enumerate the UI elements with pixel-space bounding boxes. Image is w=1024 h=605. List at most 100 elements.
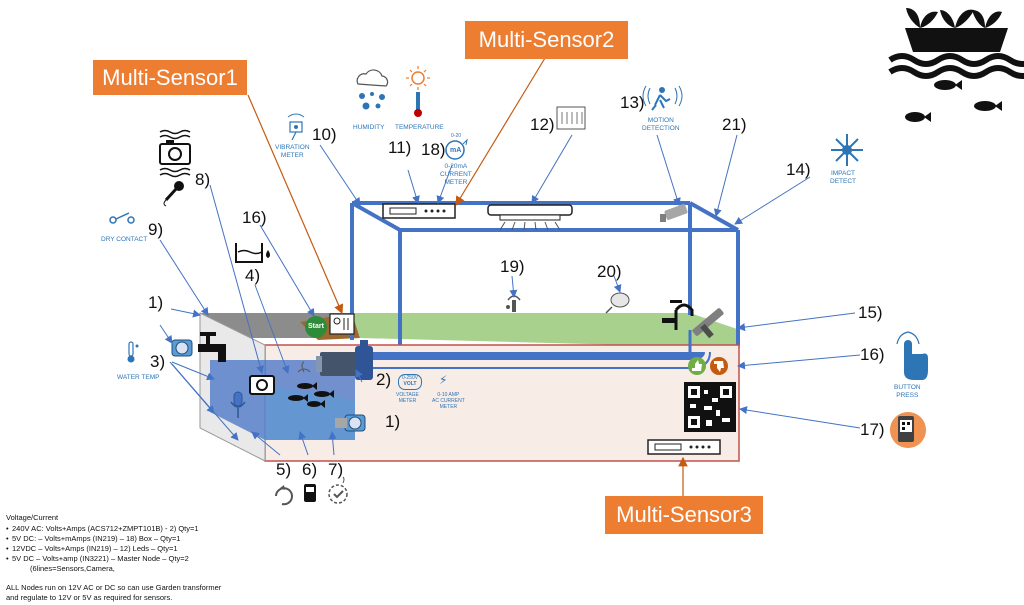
multi-sensor2-box [382,203,456,219]
label-8: 8) [195,170,211,189]
button-press-icon [896,331,928,380]
lightning-icon: ⚡ [439,373,448,387]
label-5: 5) [276,460,292,479]
dry-contact-icon [109,212,135,224]
impact-detect-label: IMPACT DETECT [830,170,856,186]
spray-gun-icon [692,308,724,339]
tap-icon [198,332,226,362]
vibration-label-line1: VIBRATION [275,144,310,151]
label-1-meter: 1) [148,293,164,312]
water-channel [360,352,705,360]
cctv-camera-icon [660,204,688,222]
label-10: 10) [312,125,337,144]
button-label-line1: BUTTON [894,384,921,391]
phone-qr-icon [890,412,926,448]
label-9: 9) [148,220,164,239]
fish-icon [288,382,334,408]
label-18: 18) [421,140,446,159]
multi-sensor3-callout: Multi-Sensor3 [605,496,763,534]
label-16-level: 16) [242,208,267,227]
water-meter-icon-2 [335,414,366,432]
thumb-down-icon [710,357,728,375]
label-21: 21) [722,115,747,134]
voltage-label-line1: VOLTAGE [396,392,419,398]
current-unit-label: mA [450,147,462,154]
multi-sensor3-box [647,439,721,455]
current-label-line3: METER [444,179,468,186]
current-label-line2: CURRENT [440,171,472,178]
water-volume-front [265,385,355,440]
label-19: 19) [500,257,525,276]
label-13: 13) [620,93,645,112]
button-label-line2: PRESS [896,392,919,399]
plant-sprout-icon [297,361,311,373]
vibration-label: VIBRATION METER [275,144,310,160]
label-14: 14) [786,160,811,179]
label-17: 17) [860,420,885,439]
note-item: 240V AC: Volts+Amps (ACS712+ZMPT101B) - … [6,524,199,534]
recycle-icon [275,485,293,506]
grass-bed [352,313,740,348]
motion-runner-icon [642,85,683,111]
notes-footer-2: and regulate to 12V or 5V as required fo… [6,593,173,602]
plant-boat-fish-logo [888,8,1024,122]
qr-code-icon [684,382,736,432]
ac-current-meter-label: 0-10 AMP AC CURRENT METER [432,392,465,410]
sprinkler-icon [506,295,521,312]
hose-tap-icon [662,300,694,330]
ac-label-line3: METER [439,404,458,410]
vibration-sensor-icon [287,113,305,141]
thermometer-icon [127,341,139,363]
current-range-label: 0-20 [451,133,462,139]
microphone-icon [230,391,246,418]
impact-icon [831,134,863,166]
voltage-icon-text: VOLT [403,381,417,387]
voltage-meter-label: VOLTAGE METER [396,392,419,404]
motion-label-line1: MOTION [647,117,674,124]
note-item: 5V DC: – Volts+mAmps (IN219) – 18) Box –… [6,534,180,544]
label-12: 12) [530,115,555,134]
dry-contact-label: DRY CONTACT [101,236,148,243]
label-2: 2) [376,370,392,389]
label-11: 11) [388,138,412,157]
label-1-meter-2: 1) [385,412,401,431]
humidity-label: HUMIDITY [353,124,385,131]
label-4: 4) [245,266,261,285]
current-meter-label: 0-20mA CURRENT METER [440,163,472,187]
start-button-icon: Start [305,316,327,338]
thumb-up-icon [688,357,706,375]
ac-label-line2: AC CURRENT [432,398,465,404]
ph-meter-icon [304,484,316,502]
voltage-label-line2: METER [398,398,417,404]
pointer-arrows [159,134,861,456]
note-item: 5V DC – Volts+amp (IN3221) – Master Node… [6,554,189,564]
multi-sensor1-box [329,313,355,335]
label-15: 15) [858,303,883,322]
label-16-button: 16) [860,345,885,364]
motion-detection-label: MOTION DETECTION [642,117,680,133]
motion-label-line2: DETECTION [642,125,680,132]
label-3: 3) [150,352,166,371]
label-7: 7) [328,460,344,479]
milliamp-meter-icon [445,138,468,160]
impact-label-line1: IMPACT [830,170,856,177]
notes-title: Voltage/Current [6,513,59,522]
button-press-label: BUTTON PRESS [894,384,921,400]
voltage-icon-small: 0-250V [401,375,419,381]
voltage-icon-label: 0-250V VOLT [398,374,422,390]
sun-thermometer-icon [406,66,430,117]
callout-lines [247,57,688,496]
seed-icon [605,292,630,314]
cloud-rain-icon [356,69,389,110]
temperature-label: TEMPERATURE [395,124,444,131]
note-item-continued: (6lines=Sensors,Camera, [30,564,115,573]
water-meter-icon [171,339,193,357]
note-item: 12VDC – Volts+Amps (IN219) – 12) Leds – … [6,544,177,554]
impact-label-line2: DETECT [830,178,856,185]
label-20: 20) [597,262,622,281]
multi-sensor2-callout: Multi-Sensor2 [465,21,628,59]
notes-footer-1: ALL Nodes run on 12V AC or DC so can use… [6,583,222,592]
water-temp-label: WATER TEMP [117,374,160,381]
vibration-label-line2: METER [280,152,304,159]
